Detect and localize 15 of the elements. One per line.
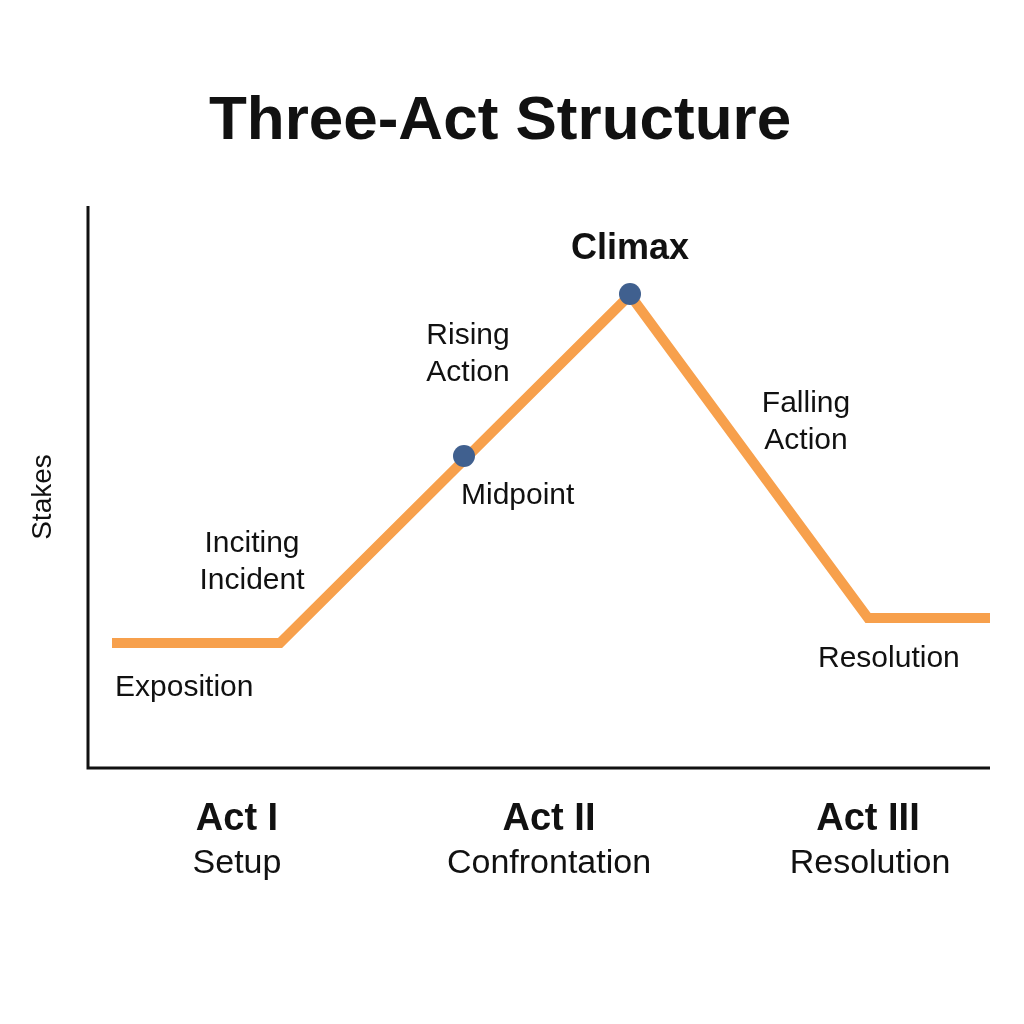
act-heading: Act I bbox=[195, 794, 279, 840]
point-label: Midpoint bbox=[461, 475, 575, 512]
act-subtitle: Confrontation bbox=[446, 841, 652, 883]
act-subtitle: Setup bbox=[192, 841, 282, 883]
phase-label: Exposition bbox=[115, 667, 254, 704]
phase-label: Rising Action bbox=[425, 316, 511, 389]
title: Three-Act Structure bbox=[208, 82, 792, 155]
act-heading: Act II bbox=[502, 794, 596, 840]
axis-label: Stakes bbox=[24, 454, 58, 540]
point-label: Climax bbox=[570, 225, 690, 269]
act-heading: Act III bbox=[816, 794, 920, 840]
phase-label: Resolution bbox=[818, 638, 960, 675]
phase-label: Inciting Incident bbox=[198, 524, 306, 597]
act-subtitle: Resolution bbox=[789, 841, 951, 883]
phase-label: Falling Action bbox=[760, 384, 852, 457]
